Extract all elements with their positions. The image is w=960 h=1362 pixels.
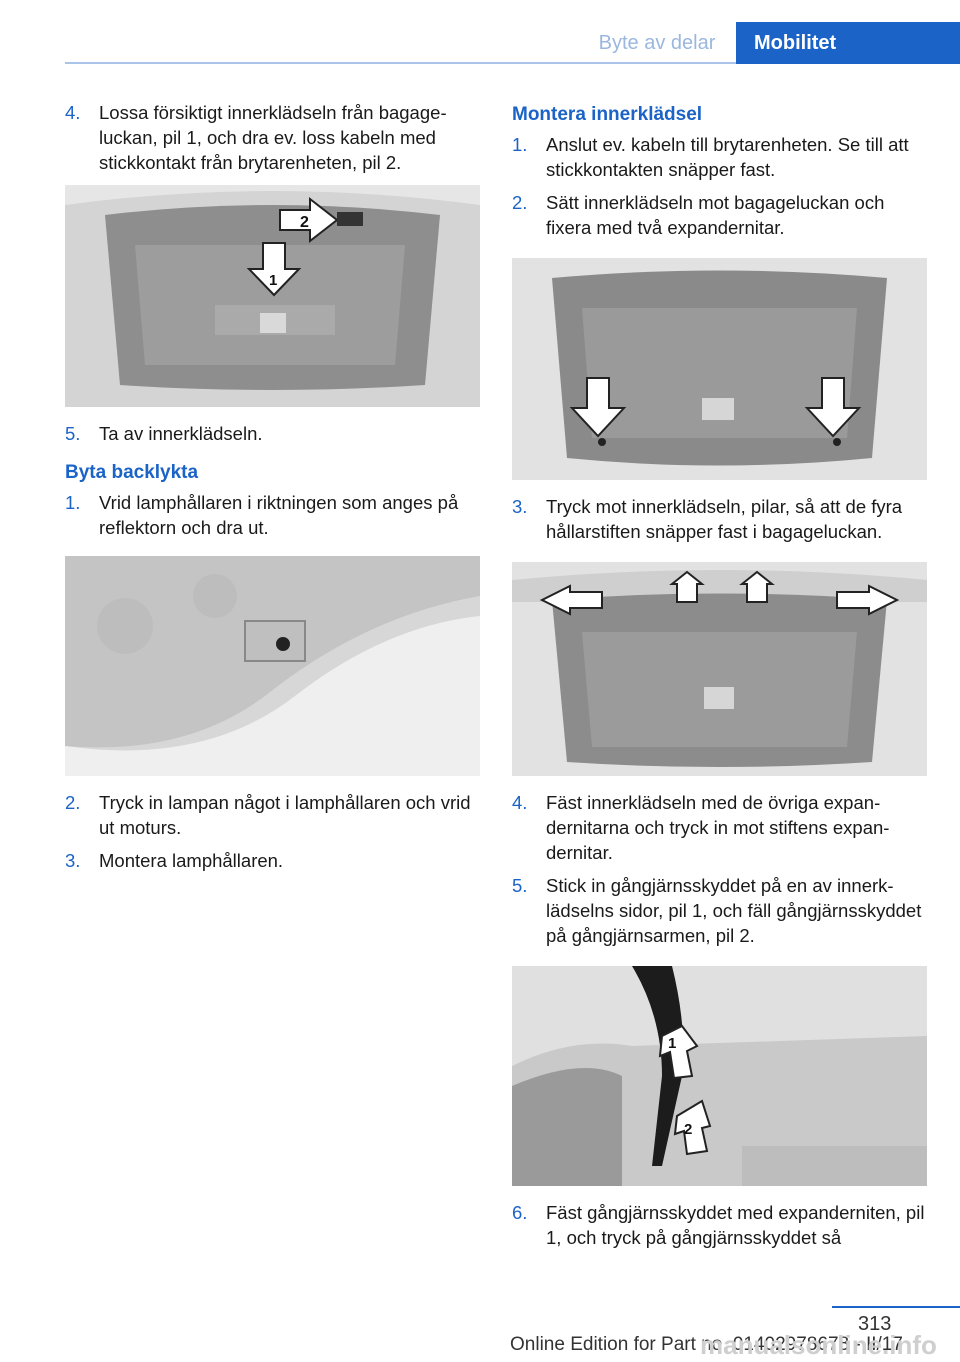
step-number: 2. (512, 192, 528, 213)
step-text: Montera lamphållaren. (99, 850, 284, 871)
step-text: Vrid lamphållaren i riktningen som anges… (99, 492, 459, 538)
chapter-tab[interactable]: Mobilitet (736, 22, 960, 64)
hinge-cover-figure: 1 2 (512, 966, 927, 1186)
edition-text: Online Edition for Part no. 01402978678 … (510, 1334, 903, 1355)
montera-step-6: 6. Fäst gångjärnsskyddet med expanderni­… (512, 1200, 927, 1250)
arrow-label-1: 1 (668, 1035, 676, 1052)
trunk-lid-removal-figure: 2 1 (65, 185, 480, 407)
step-number: 4. (65, 102, 81, 123)
montera-step-4: 4. Fäst innerklädseln med de övriga expa… (512, 790, 927, 865)
lamp-holder-figure (65, 556, 480, 776)
left-column: 4. Lossa försiktigt innerklädseln från b… (65, 100, 480, 881)
section-title: Byte av delar (598, 32, 716, 54)
step-4: 4. Lossa försiktigt innerklädseln från b… (65, 100, 480, 175)
step-text: Tryck in lampan något i lamphållaren och… (99, 792, 471, 838)
page-number: 313 (858, 1313, 892, 1335)
step-text: Ta av innerklädseln. (99, 423, 263, 444)
footer-rule (832, 1306, 960, 1308)
step-number: 1. (512, 134, 528, 155)
watermark: manualsonline.info (700, 1330, 937, 1360)
backlykta-step-3: 3. Montera lamphållaren. (65, 848, 480, 873)
step-text: Sätt innerklädseln mot bagageluckan och … (546, 192, 885, 238)
step-text: Fäst gångjärnsskyddet med expanderni­ten… (546, 1202, 925, 1248)
step-number: 3. (65, 850, 81, 871)
section-heading-backlykta: Byta backlykta (65, 462, 199, 483)
step-text: Anslut ev. kabeln till brytarenheten. Se… (546, 134, 909, 180)
step-number: 5. (65, 423, 81, 444)
step-number: 2. (65, 792, 81, 813)
step-number: 5. (512, 875, 528, 896)
step-text: Tryck mot innerklädseln, pilar, så att d… (546, 496, 903, 542)
arrow-label-2: 2 (300, 214, 309, 231)
step-text: Stick in gångjärnsskyddet på en av inner… (546, 875, 922, 946)
backlykta-step-1: 1. Vrid lamphållaren i riktningen som an… (65, 490, 480, 540)
montera-step-2: 2. Sätt innerklädseln mot bagageluckan o… (512, 190, 927, 240)
step-text: Lossa försiktigt innerklädseln från baga… (99, 102, 447, 173)
arrow-label-1: 1 (269, 272, 277, 289)
step-number: 6. (512, 1202, 528, 1223)
header-rule (65, 62, 960, 64)
right-column: Montera innerklädsel 1. Anslut ev. kabel… (512, 100, 927, 1258)
montera-step-3: 3. Tryck mot innerklädseln, pilar, så at… (512, 494, 927, 544)
step-text: Fäst innerklädseln med de övriga expan­d… (546, 792, 890, 863)
montera-step-1: 1. Anslut ev. kabeln till brytarenheten.… (512, 132, 927, 182)
arrow-label-2: 2 (684, 1121, 692, 1138)
retaining-pins-figure (512, 562, 927, 776)
section-heading-montera: Montera innerklädsel (512, 104, 703, 125)
step-number: 3. (512, 496, 528, 517)
montera-step-5: 5. Stick in gångjärnsskyddet på en av in… (512, 873, 927, 948)
step-number: 4. (512, 792, 528, 813)
backlykta-step-2: 2. Tryck in lampan något i lamphållaren … (65, 790, 480, 840)
expander-rivets-figure (512, 258, 927, 480)
step-5: 5. Ta av innerklädseln. (65, 421, 480, 446)
step-number: 1. (65, 492, 81, 513)
